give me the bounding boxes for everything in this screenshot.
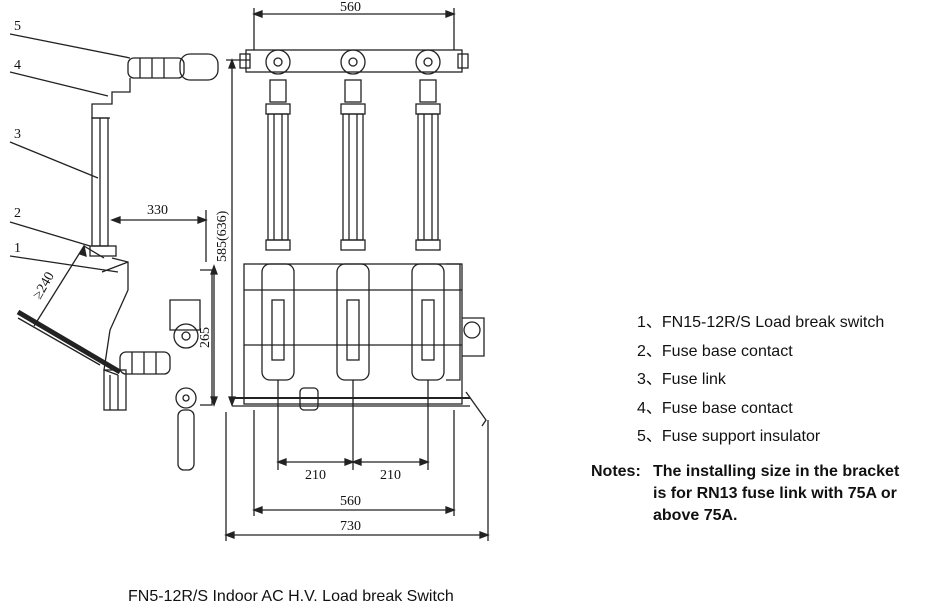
notes-label: Notes:: [591, 463, 641, 480]
leader-4: [9, 71, 109, 97]
pole-right: [411, 49, 445, 470]
installation-notes: Notes: The installing size in the bracke…: [591, 461, 941, 527]
dim-label-265: 265: [198, 327, 213, 348]
dim-label-560-top: 560: [340, 0, 361, 15]
dim-label-210-left: 210: [305, 468, 326, 483]
leader-3: [9, 141, 99, 179]
parts-legend: 1、FN15-12R/S Load break switch 2、Fuse ba…: [637, 309, 884, 452]
callout-1: 1: [14, 241, 21, 256]
dim-330: [110, 210, 208, 262]
notes-line-2: is for RN13 fuse link with 75A or: [653, 485, 897, 502]
callout-3: 3: [14, 127, 21, 142]
dim-label-210-right: 210: [380, 468, 401, 483]
dim-730: [224, 412, 490, 541]
notes-line-3: above 75A.: [653, 507, 738, 524]
callout-4: 4: [14, 58, 21, 73]
legend-item-2: 2、Fuse base contact: [637, 342, 793, 360]
figure-caption: FN5-12R/S Indoor AC H.V. Load break Swit…: [128, 588, 454, 605]
leader-2: [9, 221, 91, 247]
fuse-link-side: [91, 117, 109, 247]
dim-label-585: 585(636): [215, 210, 230, 262]
front-frame: [232, 263, 487, 427]
upper-contact-bracket: [91, 78, 131, 119]
dim-label-560-bottom: 560: [340, 494, 361, 509]
dim-210-left: [276, 458, 355, 466]
lower-contact: [89, 245, 117, 257]
dim-210-right: [351, 458, 430, 466]
callout-5: 5: [14, 19, 21, 34]
dim-560-top: [252, 8, 456, 50]
callout-2: 2: [14, 206, 21, 221]
switch-drawing: 5 4 3 2 1 560 330 ≥240 265 585(636) 210 …: [9, 0, 490, 541]
legend-item-3: 3、Fuse link: [637, 371, 726, 388]
dim-label-330: 330: [147, 203, 168, 218]
dim-240: [33, 244, 105, 327]
leader-1: [9, 255, 119, 273]
pole-left: [261, 49, 295, 470]
legend-item-5: 5、Fuse support insulator: [637, 428, 821, 445]
switch-frame-side: [16, 257, 213, 471]
fuse-support-insulator: [127, 53, 219, 81]
leader-5: [9, 33, 131, 59]
legend-item-1: 1、FN15-12R/S Load break switch: [637, 314, 885, 331]
dim-265: [210, 264, 218, 407]
pole-middle: [336, 49, 370, 470]
notes-line-1: The installing size in the bracket: [653, 463, 900, 480]
dim-label-730: 730: [340, 519, 361, 534]
dim-label-240: ≥240: [30, 270, 57, 302]
dim-560-bottom: [252, 410, 456, 516]
legend-item-4: 4、Fuse base contact: [637, 399, 793, 417]
